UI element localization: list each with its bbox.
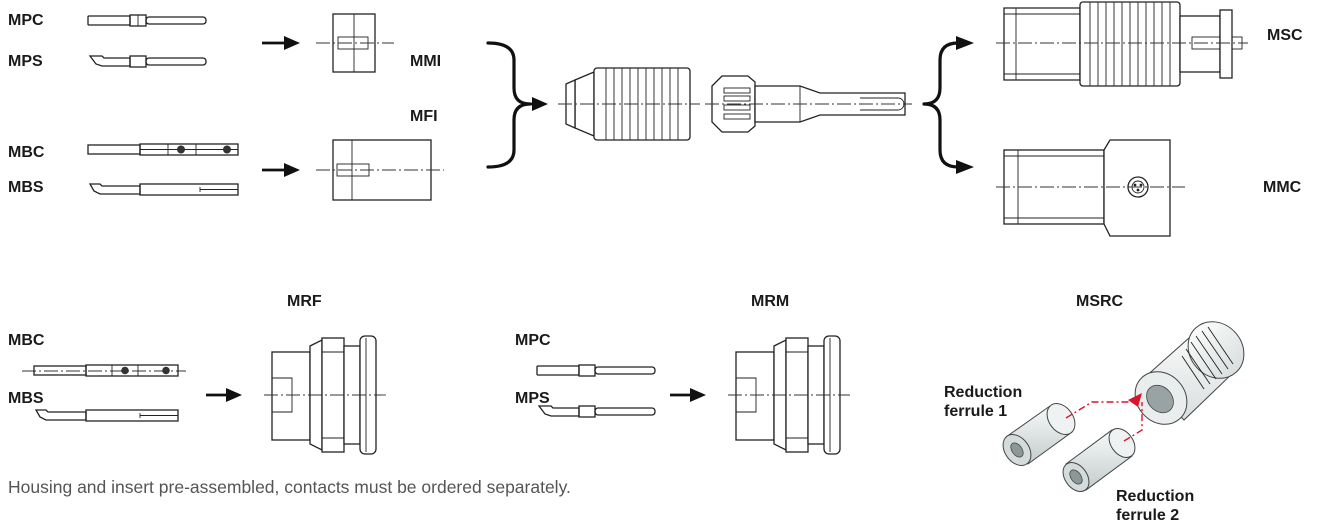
assembly-note: Housing and insert pre-assembled, contac…: [8, 477, 571, 497]
label-mps-bottom: MPS: [515, 390, 550, 407]
label-mfi: MFI: [410, 108, 438, 125]
label-msrc: MSRC: [1076, 293, 1124, 310]
label-reduction-ferrule-1-line1: Reduction: [944, 384, 1022, 401]
label-mrm: MRM: [751, 293, 789, 310]
arrow-to-msc: [956, 36, 974, 50]
label-mpc-bottom: MPC: [515, 332, 551, 349]
mpc-contact-bottom: [536, 364, 656, 377]
label-mmi: MMI: [410, 53, 441, 70]
right-brace: [922, 41, 960, 169]
label-reduction-ferrule-2-line2: ferrule 2: [1116, 507, 1179, 524]
label-reduction-ferrule-1-line2: ferrule 1: [944, 403, 1007, 420]
mbs-contact-bottom: [34, 409, 179, 422]
arrow-to-mrf: [206, 388, 242, 402]
label-mbc-bottom: MBC: [8, 332, 45, 349]
knurled-coupling-nut: [558, 67, 700, 141]
mmc-connector: [996, 139, 1185, 237]
label-mbc-top: MBC: [8, 144, 45, 161]
label-mps-top: MPS: [8, 53, 43, 70]
label-mbs-bottom: MBS: [8, 390, 44, 407]
msc-connector: [996, 1, 1248, 87]
mrf-receptacle: [264, 335, 386, 455]
arrow-to-mmc: [956, 160, 974, 174]
mpc-contact-top: [87, 14, 207, 27]
arrow-to-housing: [528, 97, 548, 111]
mrm-receptacle: [728, 335, 850, 455]
mbc-contact-bottom: [22, 364, 186, 377]
collet-body: [705, 75, 912, 133]
insertion-path-red: [1065, 393, 1143, 442]
msrc-knurled-nut: [1134, 321, 1245, 425]
label-mrf: MRF: [287, 293, 322, 310]
mbs-contact-top: [88, 183, 239, 196]
arrow-to-mfi: [262, 163, 300, 177]
arrow-to-mrm: [670, 388, 706, 402]
mmi-insert: [316, 13, 394, 73]
label-msc: MSC: [1267, 27, 1303, 44]
mps-contact-bottom: [537, 405, 656, 418]
label-mmc: MMC: [1263, 179, 1302, 196]
reduction-ferrule-1: [1002, 403, 1076, 466]
left-brace: [486, 41, 532, 169]
reduction-ferrule-2: [1062, 428, 1136, 492]
mps-contact-top: [88, 55, 207, 68]
arrow-to-mmi: [262, 36, 300, 50]
label-mpc-top: MPC: [8, 12, 44, 29]
label-reduction-ferrule-2-line1: Reduction: [1116, 488, 1194, 505]
mfi-insert: [316, 139, 444, 201]
label-mbs-top: MBS: [8, 179, 44, 196]
mbc-contact-top: [87, 143, 239, 156]
